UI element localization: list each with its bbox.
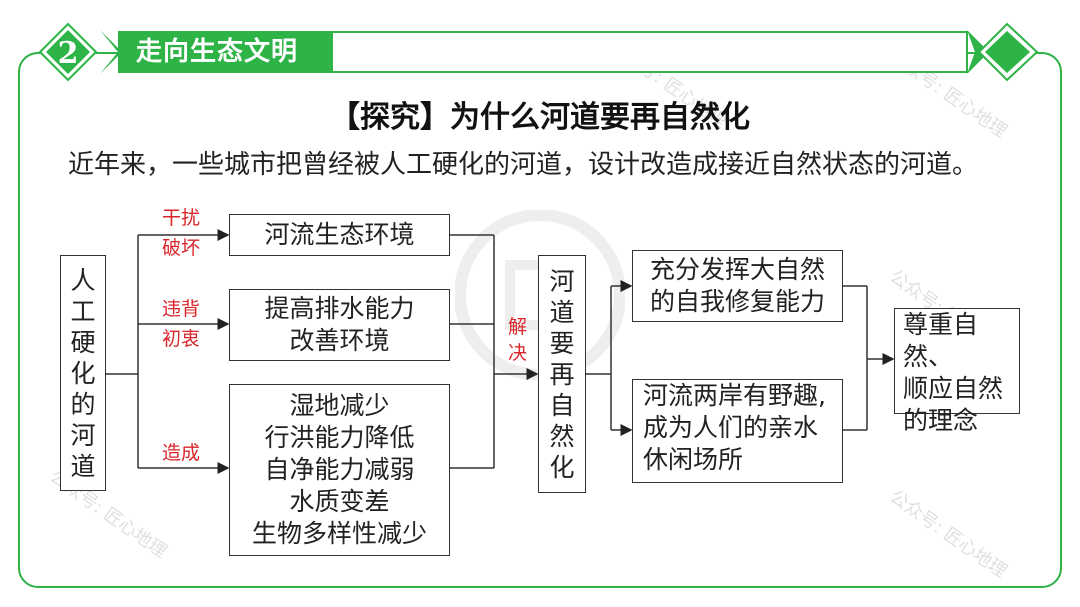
center-char: 然 xyxy=(549,421,575,451)
intro-text: 近年来，一些城市把曾经被人工硬化的河道，设计改造成接近自然状态的河道。 xyxy=(68,150,979,180)
impact-effect-line: 水质变差 xyxy=(289,487,390,516)
label-violate: 违背 初衷 xyxy=(162,294,200,354)
benefit-leisure-box: 河流两岸有野趣, 成为人们的亲水 休闲场所 xyxy=(632,379,843,483)
label-solve-line: 决 xyxy=(508,342,528,364)
result-box: 尊重自然、 顺应自然 的理念 xyxy=(894,308,1020,435)
page-title: 【探究】为什么河道要再自然化 xyxy=(330,100,750,135)
benefit-leisure-line: 休闲场所 xyxy=(643,445,744,474)
result-line: 尊重自然、 xyxy=(903,310,979,371)
source-char: 工 xyxy=(70,296,96,326)
center-char: 自 xyxy=(549,390,575,420)
source-char: 道 xyxy=(70,451,96,481)
source-char: 的 xyxy=(70,389,96,419)
result-line: 顺应自然 xyxy=(903,374,1004,403)
source-char: 化 xyxy=(70,358,96,388)
center-box: 河 道 要 再 自 然 化 xyxy=(538,255,586,493)
label-disturb-line: 破坏 xyxy=(162,237,201,259)
impact-drainage-box: 提高排水能力 改善环境 xyxy=(229,289,450,361)
impact-eco-text: 河流生态环境 xyxy=(264,220,415,249)
header-title: 走向生态文明 xyxy=(136,37,299,67)
impact-effects-box: 湿地减少 行洪能力降低 自净能力减弱 水质变差 生物多样性减少 xyxy=(229,384,450,556)
source-char: 硬 xyxy=(70,327,96,357)
benefit-repair-line: 充分发挥大自然 xyxy=(649,255,825,284)
impact-drainage-line: 改善环境 xyxy=(289,326,390,355)
center-char: 再 xyxy=(549,359,575,389)
impact-eco-box: 河流生态环境 xyxy=(229,214,450,256)
label-solve: 解 决 xyxy=(508,314,527,366)
center-char: 河 xyxy=(549,266,575,296)
label-disturb: 干扰 破坏 xyxy=(162,203,200,263)
impact-effect-line: 生物多样性减少 xyxy=(251,519,427,548)
label-violate-line: 初衷 xyxy=(162,328,201,350)
benefit-leisure-line: 成为人们的亲水 xyxy=(643,413,819,442)
label-cause: 造成 xyxy=(162,442,201,464)
source-box: 人 工 硬 化 的 河 道 xyxy=(60,255,106,491)
section-number: 2 xyxy=(58,36,79,71)
result-line: 的理念 xyxy=(903,406,979,435)
header-fill xyxy=(118,33,333,71)
benefit-repair-line: 的自我修复能力 xyxy=(649,287,825,316)
center-char: 化 xyxy=(549,452,575,482)
impact-drainage-line: 提高排水能力 xyxy=(264,294,415,323)
center-char: 道 xyxy=(549,297,575,327)
impact-effect-line: 自净能力减弱 xyxy=(264,455,415,484)
label-disturb-line: 干扰 xyxy=(162,207,201,229)
source-char: 河 xyxy=(70,420,96,450)
benefit-repair-box: 充分发挥大自然 的自我修复能力 xyxy=(632,250,843,322)
impact-effect-line: 湿地减少 xyxy=(289,391,390,420)
label-violate-line: 违背 xyxy=(162,298,201,320)
label-solve-line: 解 xyxy=(508,316,528,338)
section-badge: 2 xyxy=(38,22,122,82)
source-char: 人 xyxy=(70,265,96,295)
center-char: 要 xyxy=(549,328,575,358)
impact-effect-line: 行洪能力降低 xyxy=(264,423,415,452)
benefit-leisure-line: 河流两岸有野趣, xyxy=(643,381,826,410)
header-end-diamond-icon xyxy=(967,22,1039,82)
